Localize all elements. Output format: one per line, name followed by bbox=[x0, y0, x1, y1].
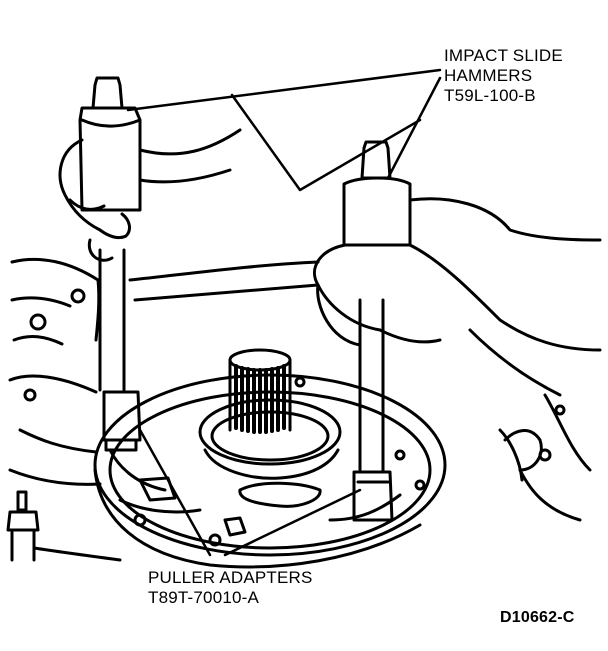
transmission-case-right bbox=[468, 328, 592, 522]
puller-callout-line2: T89T-70010-A bbox=[148, 588, 260, 607]
left-hand bbox=[58, 128, 242, 262]
input-shaft bbox=[228, 348, 292, 434]
slide-hammer-left bbox=[78, 76, 142, 452]
impact-callout-line1: IMPACT SLIDE bbox=[444, 46, 563, 65]
right-hand bbox=[128, 197, 602, 352]
impact-callout-line2: HAMMERS bbox=[444, 66, 533, 85]
figure-id: D10662-C bbox=[500, 609, 575, 626]
slide-hammer-right bbox=[342, 140, 412, 522]
impact-hammer-leaders bbox=[126, 68, 442, 192]
puller-adapter-parts bbox=[108, 448, 247, 537]
transmission-case-left bbox=[8, 257, 102, 486]
puller-adapters-callout: PULLER ADAPTERS T89T-70010-A bbox=[148, 568, 313, 608]
puller-callout-line1: PULLER ADAPTERS bbox=[148, 568, 313, 587]
impact-slide-hammers-callout: IMPACT SLIDE HAMMERS T59L-100-B bbox=[444, 46, 563, 106]
impact-callout-line3: T59L-100-B bbox=[444, 86, 536, 105]
bolt-left bbox=[6, 490, 122, 562]
puller-adapter-leaders bbox=[138, 428, 362, 557]
